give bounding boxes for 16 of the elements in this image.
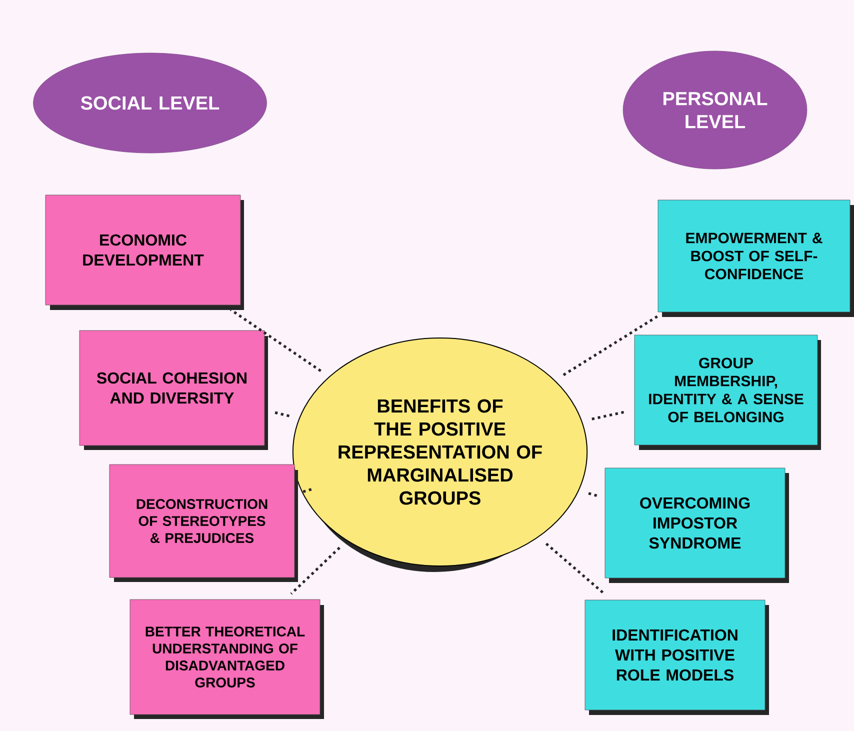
benefit-box: IDENTIFICATION WITH POSITIVE ROLE MODELS xyxy=(584,600,769,715)
benefit-box: ECONOMIC DEVELOPMENT xyxy=(45,194,244,310)
dotted-connector xyxy=(562,315,658,376)
dotted-connector xyxy=(272,410,290,418)
benefit-box: GROUP MEMBERSHIP, IDENTITY & A SENSE OF BELONGING xyxy=(634,334,821,450)
dotted-connector xyxy=(588,492,598,497)
dotted-connector xyxy=(545,542,606,596)
benefit-box: BETTER THEORETICAL UNDERSTANDING OF DISADVANTAGED GROUPS xyxy=(130,599,324,719)
dotted-connector xyxy=(230,308,322,372)
benefit-box: EMPOWERMENT & BOOST OF SELF-CONFIDENCE xyxy=(658,200,854,317)
benefit-box: OVERCOMING IMPOSTOR SYNDROME xyxy=(604,468,789,583)
benefit-box: DECONSTRUCTION OF STEREOTYPES & PREJUDICES xyxy=(109,464,298,582)
dotted-connector xyxy=(290,546,340,595)
benefit-box: SOCIAL COHESION AND DIVERSITY xyxy=(79,330,268,450)
dotted-connector xyxy=(592,410,627,420)
dotted-connector xyxy=(302,488,312,494)
